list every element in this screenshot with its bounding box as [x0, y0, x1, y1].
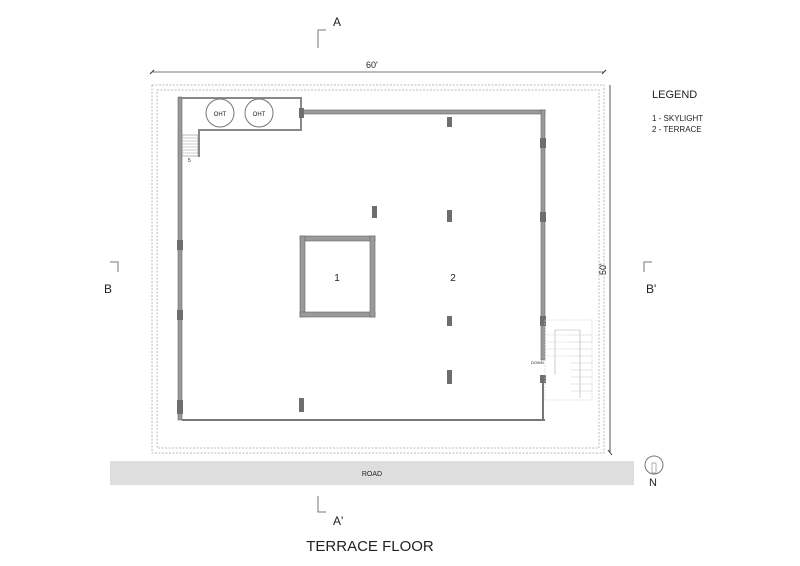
column — [299, 108, 304, 118]
main-stair: DOWN — [531, 319, 593, 401]
section-marker-b-prime: B' — [643, 261, 656, 296]
overhead-tank-1: OHT — [205, 98, 235, 128]
road-label: ROAD — [362, 471, 382, 478]
parapet-inner — [156, 89, 600, 449]
legend: LEGEND 1 - SKYLIGHT 2 - TERRACE — [652, 89, 703, 134]
section-marker-a-prime: A' — [317, 496, 343, 528]
dimension-width: 60' — [149, 60, 607, 75]
legend-heading: LEGEND — [652, 89, 697, 101]
stair-down-label: DOWN — [531, 360, 544, 365]
north-arrow-icon: N — [644, 455, 664, 489]
section-marker-b: B — [104, 261, 119, 296]
small-stair: 5 — [181, 134, 199, 164]
skylight: 1 — [299, 235, 376, 318]
legend-item: 2 - TERRACE — [652, 125, 702, 134]
section-b-label: B — [104, 282, 112, 296]
section-a-label: A — [333, 15, 341, 29]
drawing-title: TERRACE FLOOR — [306, 538, 434, 555]
oht-label: OHT — [214, 112, 227, 118]
skylight-number: 1 — [334, 273, 340, 284]
section-marker-a: A — [317, 15, 341, 48]
overhead-tank-2: OHT — [244, 98, 274, 128]
terrace-number: 2 — [450, 273, 456, 284]
section-a-prime-label: A' — [333, 514, 343, 528]
depth-label: 50' — [598, 263, 608, 275]
oht-label: OHT — [253, 112, 266, 118]
stair-step-label: 5 — [188, 158, 191, 164]
road: ROAD — [110, 461, 634, 485]
legend-item: 1 - SKYLIGHT — [652, 114, 703, 123]
dimension-depth: 50' — [598, 85, 613, 456]
section-b-prime-label: B' — [646, 282, 656, 296]
walls — [177, 96, 546, 421]
parapet-outer — [151, 84, 605, 454]
columns — [177, 117, 546, 414]
north-label: N — [649, 477, 657, 489]
width-label: 60' — [366, 60, 378, 70]
